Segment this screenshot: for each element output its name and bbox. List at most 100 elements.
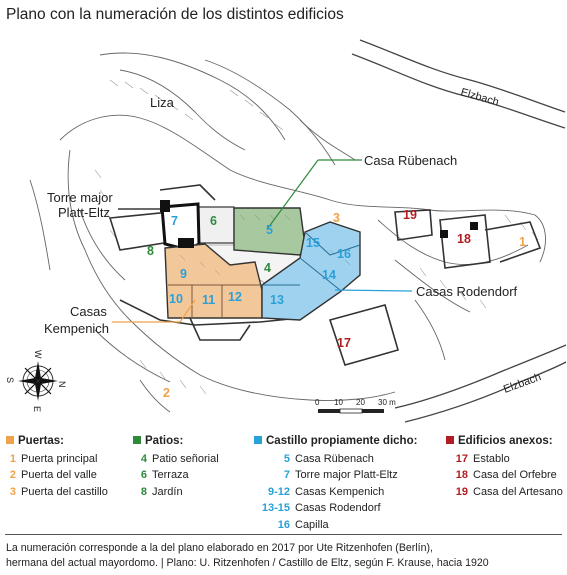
castle-plan-map: Liza Elzbach Elzbach Casa Rübenach Torre… [5, 39, 567, 423]
num-4: 4 [264, 261, 271, 275]
legend-item: 13-15 Casas Rodendorf [254, 500, 417, 517]
river-top [351, 39, 566, 129]
legend-item-num: 18 [455, 469, 468, 482]
legend-item-num: 17 [455, 452, 468, 465]
compass-n: N [57, 381, 67, 388]
num-8: 8 [147, 244, 154, 258]
num-5: 5 [266, 223, 273, 237]
river-bottom [394, 344, 567, 423]
scale-20: 20 [356, 398, 365, 407]
footnote-line-2: hermana del actual mayordomo. | Plano: U… [6, 556, 489, 569]
legend-item-num: 3 [9, 485, 16, 498]
num-16: 16 [337, 247, 351, 261]
legend-item-label: Casas Kempenich [295, 485, 385, 498]
compass-rose: N S E W [5, 350, 67, 412]
legend-item: 8 Jardín [133, 484, 219, 501]
legend-item: 6 Terraza [133, 467, 219, 484]
legend-anexos-title: Edificios anexos: [458, 435, 553, 447]
num-18: 18 [457, 232, 471, 246]
legend-item: 19 Casa del Artesano [446, 484, 563, 501]
label-liza: Liza [150, 95, 175, 110]
legend-patios-title: Patios: [145, 435, 184, 447]
label-elzbach-top: Elzbach [459, 86, 500, 108]
legend-item-label: Terraza [152, 469, 189, 482]
legend-item-num: 16 [277, 518, 290, 531]
legend-patios: Patios: 4 Patio señorial 6 Terraza 8 Jardín [133, 433, 219, 500]
scale-10: 10 [334, 398, 343, 407]
legend-item-label: Casa del Artesano [473, 485, 563, 498]
legend-anexos: Edificios anexos: 17 Establo 18 Casa del O… [446, 433, 563, 500]
compass-w: W [33, 350, 43, 359]
legend-item: 4 Patio señorial [133, 451, 219, 468]
label-casas-kempenich-1: Casas [70, 304, 107, 319]
legend-item-num: 2 [9, 469, 16, 482]
num-9: 9 [180, 267, 187, 281]
legend-item: 16 Capilla [254, 517, 417, 534]
label-torre-major-1: Torre major [47, 190, 113, 205]
legend-item-num: 7 [283, 469, 290, 482]
legend-anexos-swatch [446, 436, 454, 444]
legend-item: 17 Establo [446, 451, 563, 468]
legend-castillo-header: Castillo propiamente dicho: [254, 433, 417, 450]
outer-walls [108, 184, 542, 366]
num-3: 3 [333, 211, 340, 225]
legend-item-label: Casa Rübenach [295, 452, 374, 465]
legend-puertas-title: Puertas: [18, 435, 65, 447]
legend-anexos-header: Edificios anexos: [446, 433, 563, 450]
legend-castillo-title: Castillo propiamente dicho: [266, 435, 418, 447]
num-17: 17 [337, 336, 351, 350]
legend-item-label: Puerta del castillo [21, 485, 108, 498]
num-2: 2 [163, 386, 170, 400]
label-casa-rubenach: Casa Rübenach [364, 153, 457, 168]
legend-item: 2 Puerta del valle [6, 467, 108, 484]
legend-item: 9-12 Casas Kempenich [254, 484, 417, 501]
building-hatch [179, 214, 351, 276]
num-15: 15 [306, 236, 320, 250]
legend-item-label: Capilla [295, 518, 329, 531]
legend-item-label: Jardín [152, 485, 183, 498]
label-casas-rodendorf: Casas Rodendorf [416, 284, 518, 299]
scale-0: 0 [315, 398, 320, 407]
legend-patios-swatch [133, 436, 141, 444]
legend-item: 18 Casa del Orfebre [446, 467, 563, 484]
footnote-line-1: La numeración corresponde a la del plano… [6, 542, 433, 554]
kempenich-internal-walls [168, 284, 262, 318]
scale-bar: 0 10 20 30 m [315, 398, 396, 414]
legend-item-num: 13-15 [261, 502, 290, 515]
legend-item-num: 4 [140, 452, 147, 465]
label-casas-kempenich-2: Kempenich [44, 321, 109, 336]
num-11: 11 [202, 293, 215, 307]
num-19: 19 [403, 208, 417, 222]
footnote-divider [5, 534, 562, 535]
num-10: 10 [169, 292, 183, 306]
legend-item-label: Puerta del valle [21, 469, 97, 482]
label-elzbach-bottom: Elzbach [502, 371, 543, 396]
legend-item-num: 8 [140, 485, 147, 498]
legend-item: 7 Torre major Platt-Eltz [254, 467, 417, 484]
tower-black-walls [160, 200, 478, 248]
legend-item-label: Patio señorial [152, 452, 219, 465]
legend-item-num: 6 [140, 469, 147, 482]
legend-item-num: 19 [455, 485, 468, 498]
plan-numbers: 1 2 3 4 5 6 7 8 9 10 11 12 13 14 15 16 1… [147, 208, 526, 400]
num-12: 12 [228, 290, 242, 304]
legend-item-num: 1 [9, 452, 16, 465]
num-7: 7 [171, 214, 178, 228]
legend-item-label: Torre major Platt-Eltz [295, 469, 398, 482]
legend-puertas-header: Puertas: [6, 433, 108, 450]
compass-s: S [5, 377, 15, 383]
legend-item-label: Casa del Orfebre [473, 469, 557, 482]
legend-item-num: 9-12 [267, 485, 290, 498]
num-6: 6 [210, 214, 217, 228]
casas-rodendorf-shape [261, 221, 361, 321]
legend-patios-header: Patios: [133, 433, 219, 450]
legend-castillo-swatch [254, 436, 262, 444]
legend-item-label: Establo [473, 452, 510, 465]
casas-kempenich-shape [164, 243, 263, 319]
scale-30: 30 m [378, 398, 396, 407]
legend-item-label: Casas Rodendorf [295, 502, 381, 515]
